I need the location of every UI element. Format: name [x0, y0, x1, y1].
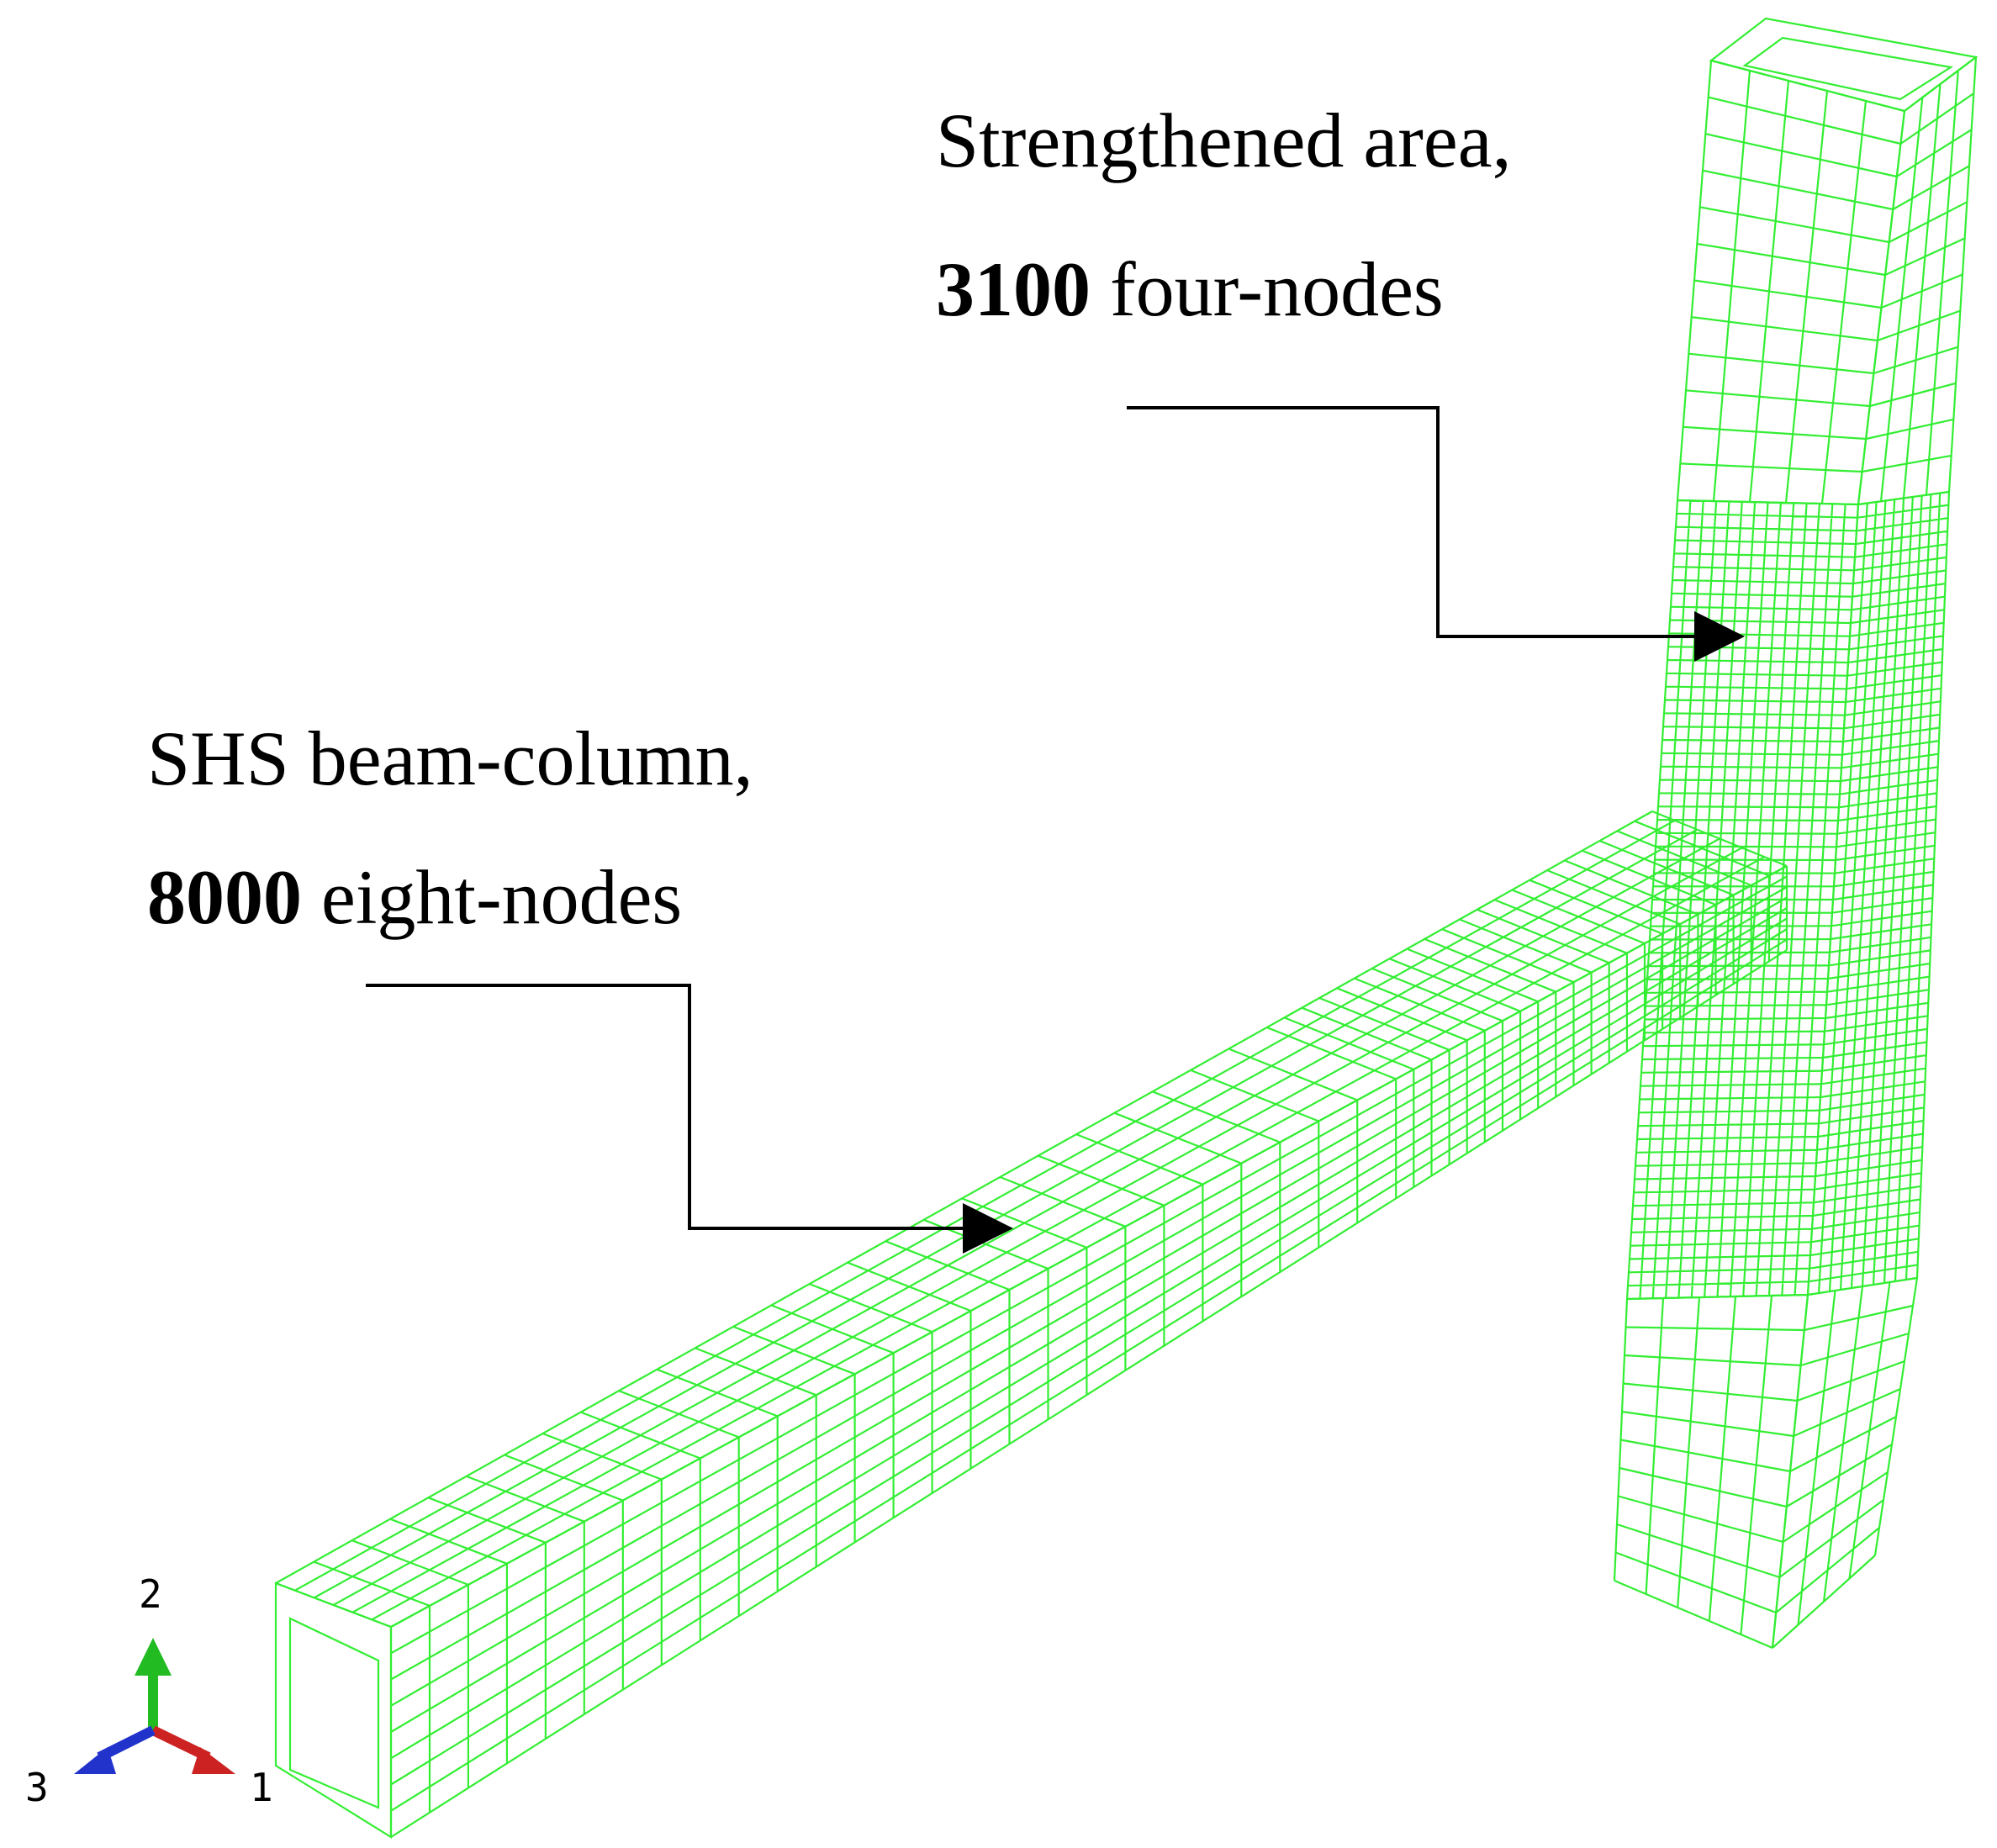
axis-3-label: 3 [25, 1765, 49, 1810]
axis-2-label: 2 [139, 1571, 162, 1617]
beam-front-face [389, 865, 1788, 1838]
beam-arrowhead [963, 1203, 1013, 1254]
beam-label-line2: 8000 eight-nodes [147, 854, 682, 940]
column-upper-left-face-lines [1676, 59, 1906, 506]
strengthened-leader-line [1127, 406, 1694, 638]
column-strength-right-face [1806, 490, 1951, 1296]
axis-1-arrowhead [192, 1747, 235, 1774]
axis-3-arrowhead [74, 1747, 116, 1774]
beam-end-face [274, 1581, 393, 1839]
column-top-cap [1709, 17, 1979, 113]
strengthened-arrowhead [1694, 611, 1745, 662]
column-lower-left-face [1613, 1293, 1809, 1650]
beam-mesh [274, 810, 1788, 1839]
column-strength-left-face-lines [1625, 499, 1860, 1301]
beam-front-face-lines [389, 865, 1788, 1838]
beam-leader-line [366, 984, 963, 1230]
strengthened-label-line2: 3100 four-nodes [936, 246, 1444, 332]
axis-1-label: 1 [250, 1765, 273, 1810]
column-upper-left-face [1676, 59, 1906, 506]
strengthened-label-line1: Strengthened area, [936, 98, 1512, 183]
strengthened-node-type: four-nodes [1091, 246, 1444, 332]
beam-label-line1: SHS beam-column, [147, 715, 753, 801]
strengthened-leader [1127, 406, 1745, 662]
column-mesh [1613, 17, 1979, 1650]
beam-node-type: eight-nodes [302, 854, 682, 940]
strengthened-node-count: 3100 [936, 246, 1091, 332]
column-lower-right-face [1771, 1276, 1919, 1649]
beam-node-count: 8000 [147, 854, 302, 940]
column-strength-left-face [1625, 499, 1860, 1301]
beam-leader [366, 984, 1013, 1254]
axis-triad: 2 3 1 [25, 1571, 273, 1810]
column-lower-left-face-lines [1613, 1293, 1809, 1650]
column-upper-right-face-lines [1857, 56, 1978, 506]
column-upper-right-face [1857, 56, 1978, 506]
column-strength-right-face-lines [1806, 490, 1951, 1296]
column-lower-right-face-lines [1771, 1276, 1919, 1649]
axis-2-arrowhead [135, 1638, 172, 1676]
